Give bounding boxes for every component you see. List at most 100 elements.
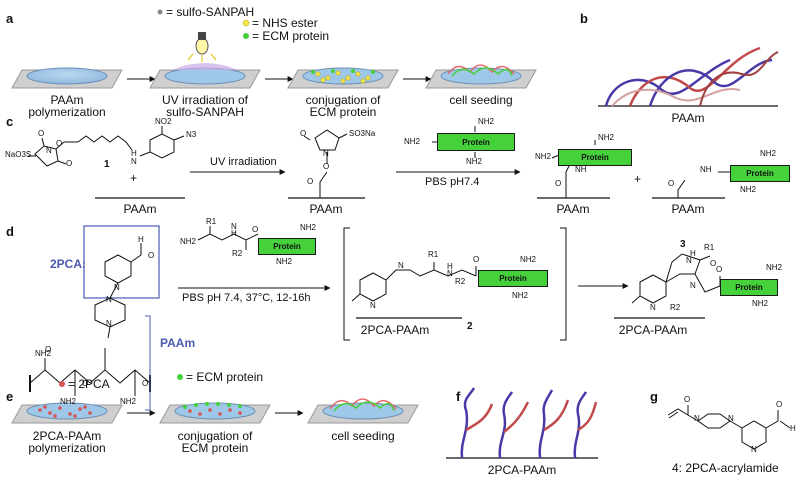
d-nh2-6: NH2 [276,257,293,266]
c-nh2-1: NH2 [404,137,421,146]
panel-label-e: e [6,389,14,404]
legend-ecm-protein-e: = ECM protein [186,370,264,384]
d-o-5: O [252,225,259,234]
d-nh2-4: NH2 [180,237,197,246]
d-product-2pca-paam: 2PCA-PAAm [360,323,430,337]
d-nh2-10: NH2 [752,299,769,308]
d-n-5: N [398,261,404,270]
c-nh-2: NH [700,165,712,174]
panel-d-graphics [29,225,721,411]
c-nh2-2: NH2 [478,117,495,126]
protein-label: Protein [499,274,527,283]
step-uv-irradiation: UV irradiation of sulfo-SANPAH [161,93,249,119]
c-nh-1: NH [575,165,587,174]
c-no2: NO2 [155,117,172,126]
d-o-3: O [82,379,89,388]
panel-g-graphics [667,405,791,450]
c-o-8: O [668,179,675,188]
d-h-4: H [690,249,696,258]
panel-label-a: a [6,11,14,26]
protein-label: Protein [462,137,490,147]
panel-b-graphics [598,46,779,107]
panel-label-f: f [456,389,461,404]
panel-label-g: g [650,389,658,404]
c-o-6: O [307,177,314,186]
d-h-1: H [138,235,144,244]
d-protein-compound-3: Protein [720,279,778,296]
panel-b-paam-label: PAAm [671,111,705,125]
d-r1-1: R1 [206,217,217,226]
d-n-10: N [690,281,696,290]
panel-a-graphics [11,9,537,89]
protein-label: Protein [746,169,774,178]
c-nh2-6: NH2 [760,149,777,158]
d-r2-3: R2 [670,303,681,312]
d-nh2-9: NH2 [766,263,783,272]
panel-label-d: d [6,224,14,239]
d-o-7: O [710,259,717,268]
c-n3: N3 [186,130,197,139]
g-compound-label: 4: 2PCA-acrylamide [672,461,779,475]
c-paam-2: PAAm [309,202,343,216]
d-nh2-5: NH2 [300,223,317,232]
c-nh2-3: NH2 [466,157,483,166]
c-h: H [131,149,137,158]
d-r2-1: R2 [232,249,243,258]
d-paam-label: PAAm [160,336,196,350]
panel-label-c: c [6,114,14,129]
d-n-4: N [231,222,237,231]
c-o-7: O [555,179,562,188]
d-r1-2: R1 [428,250,439,259]
c-paam-1: PAAm [123,202,157,216]
c-so3na: SO3Na [349,129,376,138]
step-paam-polymerization: PAAm polymerization [28,93,106,119]
e-step-conjugation: conjugation of ECM protein [177,429,253,455]
g-o-1: O [684,395,691,404]
c-pbs: PBS pH7.4 [425,176,480,188]
d-n-2: N [106,295,112,304]
d-o-1: O [148,251,155,260]
d-o-2: O [45,345,52,354]
c-o-2: O [66,159,73,168]
c-n-3: N [323,149,329,158]
step-cell-seeding: cell seeding [449,93,513,107]
d-n-8: N [650,303,656,312]
d-o-4: O [142,379,149,388]
c-paam-4: PAAm [671,202,705,216]
c-protein-product-2: Protein [730,165,790,182]
c-plus-1: + [130,171,138,185]
d-n-1: N [114,283,120,292]
d-protein-reagent: Protein [258,238,316,255]
g-n-3: N [751,445,757,454]
compound-1-number: 1 [104,159,110,170]
d-nh2-1: NH2 [35,349,52,358]
protein-label: Protein [735,283,763,292]
d-o-8: O [716,265,723,274]
d-conditions: PBS pH 7.4, 37°C, 12-16h [182,292,311,304]
c-paam-3: PAAm [556,202,590,216]
d-n-3: N [106,319,112,328]
d-r2-2: R2 [455,277,466,286]
c-nh2-7: NH2 [740,185,757,194]
panel-c-graphics [28,126,730,199]
d-n-6: N [370,301,376,310]
c-n-2: N [131,157,137,166]
step-conjugation: conjugation of ECM protein [305,93,381,119]
legend-ecm-protein: = ECM protein [252,29,330,43]
d-n-7: N [447,269,453,278]
d-nh2-7: NH2 [520,255,537,264]
g-o-2: O [776,400,783,409]
e-step-cell-seeding: cell seeding [331,429,395,443]
d-2pca-label: 2PCA: [50,257,87,271]
c-o-3: O [56,139,63,148]
legend-sulfo-sanpah: = sulfo-SANPAH [166,5,255,19]
panel-e-graphics [11,374,419,424]
c-o-1: O [38,129,45,138]
panel-f-graphics [446,387,598,459]
compound-2-number: 2 [467,321,473,332]
d-nh2-8: NH2 [512,291,529,300]
c-nh2-5: NH2 [598,133,615,142]
c-protein-product-1: Protein [558,149,632,166]
d-n-9: N [686,256,692,265]
